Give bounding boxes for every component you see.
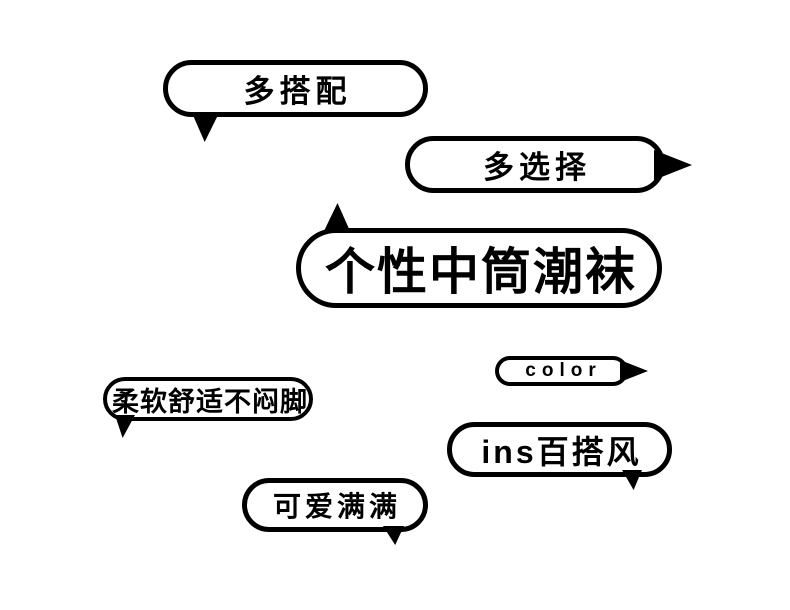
speech-bubble-color: color [495,356,628,386]
speech-bubble-soft-comfy: 柔软舒适不闷脚 [103,377,313,421]
bubble-tail-down-pointer [192,113,219,142]
bubble-label: 个性中筒潮袜 [325,244,637,300]
bubble-label: 柔软舒适不闷脚 [112,386,308,417]
bubble-label: 多搭配 [243,74,352,109]
speech-bubble-ins-style: ins百搭风 [447,422,672,477]
speech-bubble-cute: 可爱满满 [242,478,428,532]
bubble-label: color [525,360,602,381]
bubble-tail-right-pointer [620,360,648,382]
bubble-tail-up-pointer [324,203,350,231]
bubble-tail-down-pointer [383,526,404,545]
speech-bubble-title-socks: 个性中筒潮袜 [296,228,662,308]
bubble-tail-down-pointer [115,415,135,438]
bubble-tail-right-pointer [654,150,692,180]
bubble-tail-down-pointer [622,470,642,490]
speech-bubble-more-matching: 多搭配 [163,60,428,117]
bubble-label: 多选择 [483,150,591,185]
bubble-label: 可爱满满 [272,491,401,522]
bubble-label: ins百搭风 [481,433,642,470]
speech-bubble-more-choices: 多选择 [405,136,665,193]
